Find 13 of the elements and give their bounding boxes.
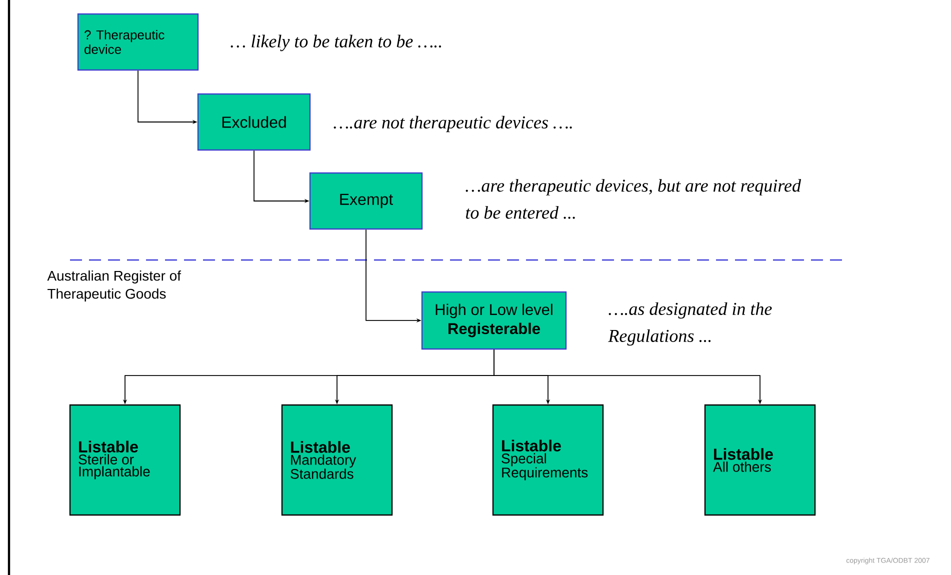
process-box: Excluded — [197, 93, 311, 151]
listable-box: Listable All others — [704, 404, 816, 516]
register-label: Australian Register of Therapeutic Goods — [47, 270, 182, 302]
listable-box: Listable Special Requirements — [492, 404, 604, 516]
process-box: High or Low level Registerable — [421, 291, 567, 350]
process-box: ? Therapeutic device — [77, 13, 199, 71]
process-box: Exempt — [309, 172, 423, 230]
annotation-text: …are therapeutic devices, but are not required to be entered ... — [466, 179, 802, 219]
listable-box: Listable Mandatory Standards — [281, 404, 393, 516]
annotation-text: … likely to be taken to be ….. — [230, 34, 442, 52]
annotation-text: ….as designated in the Regulations ... — [608, 302, 772, 346]
annotation-text: ….are not therapeutic devices …. — [334, 116, 572, 132]
listable-box: Listable Sterile or Implantable — [69, 404, 181, 516]
